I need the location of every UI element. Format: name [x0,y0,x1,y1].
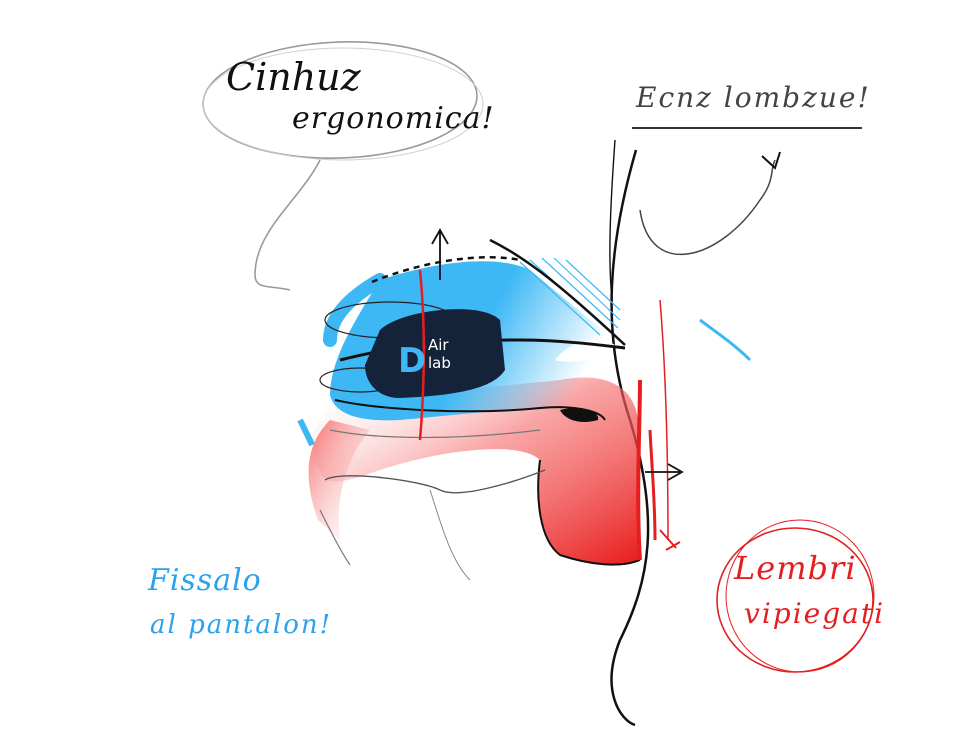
helmet-red-shell [312,377,640,566]
note-flaps-line2: vipiegati [744,597,886,630]
red-circle-bottom-right [716,519,875,673]
logo-word-2: lab [428,354,451,372]
note-attach-line2: al pantalon! [150,610,333,640]
back-spine-line [610,149,650,727]
note-attach-line1: Fissalo [148,563,262,598]
note-lumbar-zone: Ecnz lombzue! [636,81,871,114]
logo-letter: D [398,341,426,381]
lumbar-leader-line [639,159,776,256]
speech-bubble-top-left [202,41,484,291]
note-comfort-line2: ergonomica! [292,101,495,136]
note-flaps-line1: Lembri [734,549,857,587]
logo-panel [365,309,505,398]
note-comfort-line1: Cinhuz [226,55,361,99]
logo-word-1: Air [428,336,449,354]
